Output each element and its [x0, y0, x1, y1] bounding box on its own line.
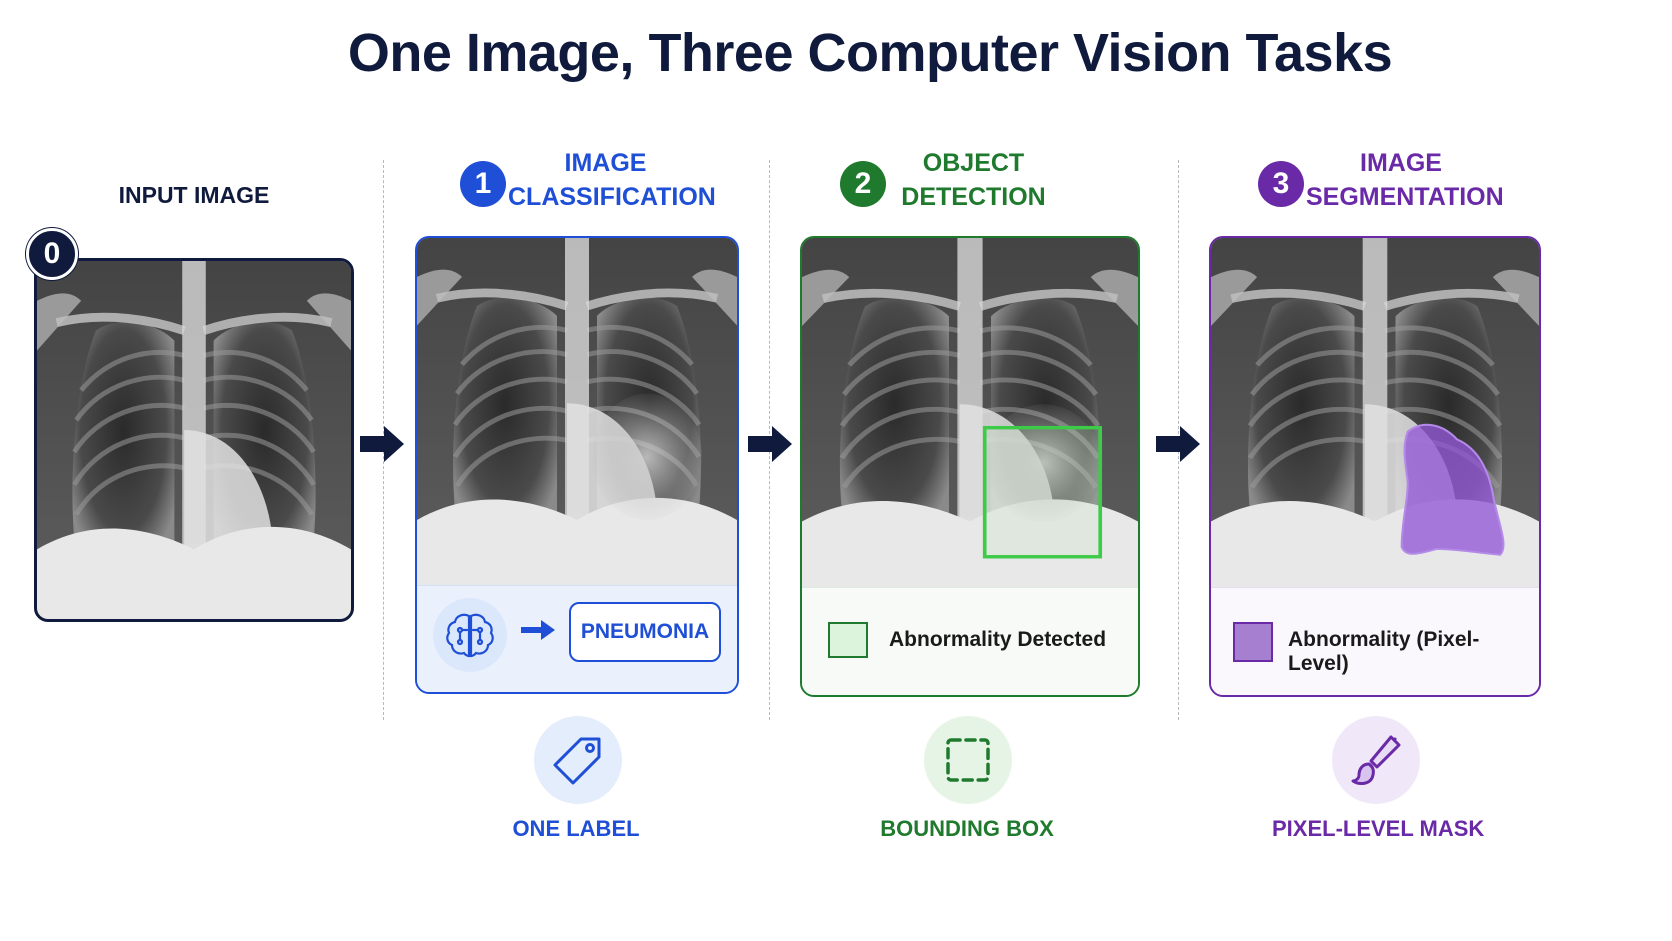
- step-1-badge: 1: [460, 161, 506, 207]
- paintbrush-icon: [1332, 716, 1420, 804]
- segmentation-title-line1: IMAGE: [1360, 149, 1442, 177]
- one-label-caption: ONE LABEL: [512, 816, 640, 841]
- input-image-label: INPUT IMAGE: [118, 182, 270, 208]
- detection-title-line2: DETECTION: [901, 183, 1046, 211]
- arrow-right-icon: [1156, 426, 1200, 462]
- detection-bounding-box: [982, 425, 1103, 559]
- detection-xray-image: [802, 238, 1138, 590]
- step-2-number: 2: [854, 167, 872, 200]
- bounding-box-icon: [924, 716, 1012, 804]
- detection-legend-text: Abnormality Detected: [889, 628, 1107, 651]
- classification-title-line1: IMAGE: [564, 149, 647, 177]
- step-1-number: 1: [474, 167, 492, 200]
- segmentation-legend-text: Abnormality (Pixel-Level): [1288, 628, 1480, 675]
- segmentation-xray-image: [1211, 238, 1539, 590]
- segmentation-title-line2: SEGMENTATION: [1306, 183, 1504, 211]
- detection-footer: Abnormality Detected: [802, 587, 1138, 695]
- detection-card: Abnormality Detected: [800, 236, 1140, 697]
- segmentation-card: Abnormality (Pixel-Level): [1209, 236, 1541, 697]
- step-3-number: 3: [1272, 167, 1290, 200]
- step-2-badge: 2: [840, 161, 886, 207]
- pixel-level-mask-caption: PIXEL-LEVEL MASK: [1272, 816, 1485, 841]
- detection-title-line1: OBJECT: [922, 149, 1025, 177]
- arrow-right-icon: [521, 618, 555, 647]
- classification-card: PNEUMONIA: [415, 236, 739, 694]
- arrow-right-icon: [748, 426, 792, 462]
- arrow-right-icon: [360, 426, 404, 462]
- page-title: One Image, Three Computer Vision Tasks: [347, 23, 1393, 83]
- input-xray-card: [34, 258, 354, 622]
- classification-result-label: PNEUMONIA: [569, 602, 721, 662]
- classification-footer: PNEUMONIA: [417, 585, 737, 692]
- bounding-box-caption: BOUNDING BOX: [880, 816, 1054, 841]
- tag-icon: [534, 716, 622, 804]
- segmentation-footer: Abnormality (Pixel-Level): [1211, 587, 1539, 695]
- classification-title: IMAGE CLASSIFICATION: [508, 146, 716, 214]
- segmentation-legend-swatch: [1233, 622, 1273, 662]
- brain-icon: [433, 598, 507, 672]
- step-0-number: 0: [43, 237, 61, 270]
- classification-title-line2: CLASSIFICATION: [508, 183, 716, 211]
- segmentation-title: IMAGE SEGMENTATION: [1306, 146, 1504, 214]
- detection-title: OBJECT DETECTION: [896, 146, 1051, 214]
- classification-xray-image: [417, 238, 737, 588]
- step-3-badge: 3: [1258, 161, 1304, 207]
- step-0-badge: 0: [26, 228, 78, 280]
- input-xray-image: [37, 261, 351, 619]
- segmentation-mask: [1400, 423, 1505, 556]
- detection-legend-swatch: [828, 622, 868, 658]
